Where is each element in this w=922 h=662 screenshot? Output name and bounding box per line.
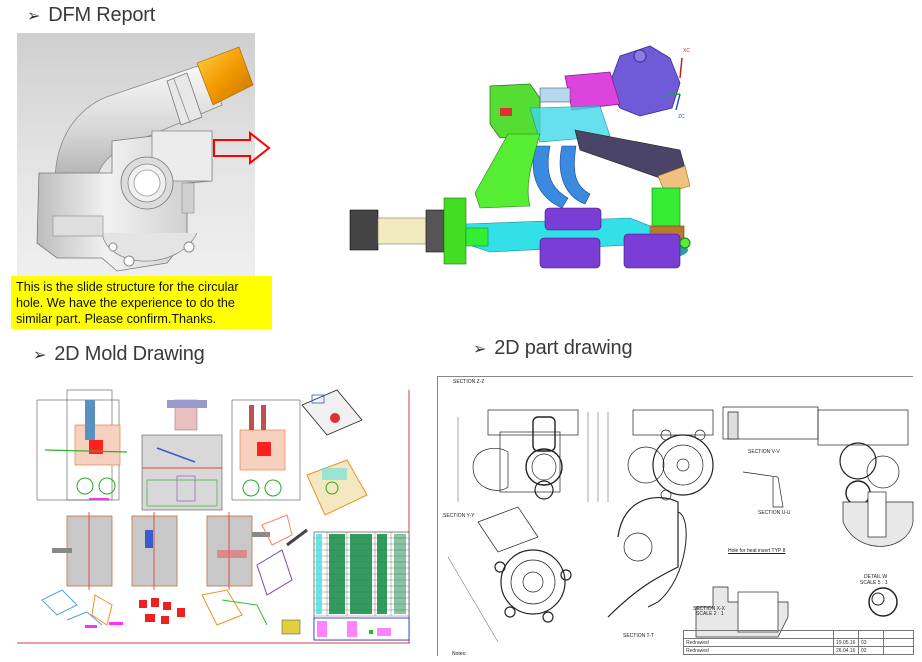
revision-number: 03 (858, 638, 884, 647)
mold-assembly-drawing (17, 380, 412, 652)
section-yy-label: SECTION Y-Y (443, 513, 475, 519)
section-vv-label: SECTION V-V (748, 449, 780, 455)
revision-desc: Redrawed (683, 646, 834, 655)
section-zz-label: SECTION Z-Z (453, 379, 485, 385)
arrow-bullet-icon: ➢ (27, 6, 41, 25)
table-row: Redrawed 19.05.16 03 (683, 638, 914, 647)
dfm-report-title: DFM Report (48, 4, 156, 26)
revision-desc: Redrawed (683, 638, 834, 647)
mold-drawing-title: 2D Mold Drawing (54, 343, 205, 365)
part-drawing-title: 2D part drawing (494, 337, 633, 359)
section-tt-label: SECTION T-T (623, 633, 655, 639)
section-xx-label: SECTION X-X (693, 606, 725, 612)
arrow-bullet-icon: ➢ (473, 339, 487, 358)
part-technical-drawing: SECTION Z-Z SECTION Y-Y SECTION V-V SECT… (437, 376, 914, 657)
revision-table: Redrawed 19.05.16 03 Redrawed 26.04.16 0… (683, 630, 914, 655)
revision-date: 26.04.16 (833, 646, 859, 655)
detail-w-label: DETAIL W (864, 574, 888, 580)
detail-w-scale-label: SCALE 5 : 1 (860, 580, 888, 586)
dfm-report-heading: ➢ DFM Report (27, 4, 155, 27)
section-uu-label: SECTION U-U (758, 510, 791, 516)
notes-label: Notes: (452, 651, 467, 657)
part-drawing-heading: ➢ 2D part drawing (473, 337, 633, 360)
table-row: Redrawed 26.04.16 02 (683, 646, 914, 655)
section-xx-scale-label: SCALE 2 : 1 (696, 611, 724, 617)
revision-date: 19.05.16 (833, 638, 859, 647)
dfm-note-callout: This is the slide structure for the circ… (11, 276, 272, 329)
slide-mechanism-assembly-icon: XC ZC (349, 45, 691, 269)
axis-zc-label: ZC (678, 114, 685, 120)
revision-number: 02 (858, 646, 884, 655)
part-views-icon (447, 406, 914, 643)
thermostat-housing-render-icon (36, 46, 254, 272)
revision-header-row (683, 630, 914, 639)
right-arrow-icon (213, 131, 271, 165)
hole-note-label: Hole for heat insert TYP 8 (728, 548, 786, 554)
axis-xc-label: XC (683, 48, 690, 54)
mold-drawing-heading: ➢ 2D Mold Drawing (33, 343, 205, 366)
arrow-bullet-icon: ➢ (33, 345, 47, 364)
